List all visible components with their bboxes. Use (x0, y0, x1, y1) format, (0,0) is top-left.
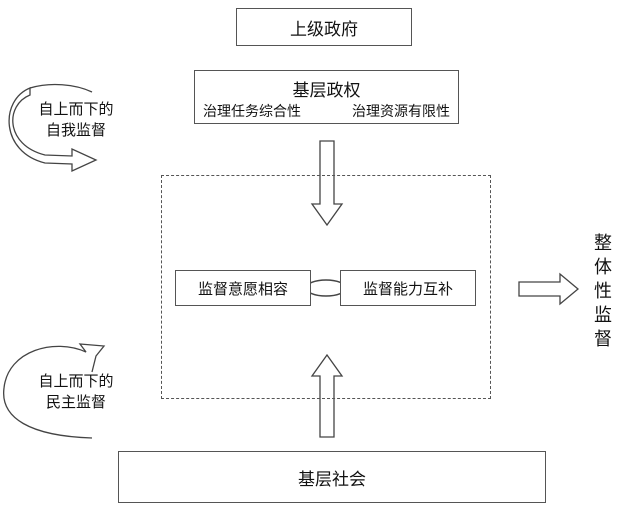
grassroots-regime-box: 基层政权 治理任务综合性 治理资源有限性 (194, 70, 459, 124)
supervision-willingness-label: 监督意愿相容 (197, 279, 288, 298)
down-arrow (310, 140, 344, 227)
top-curved-arrow (8, 83, 98, 173)
supervision-willingness-box: 监督意愿相容 (175, 270, 311, 306)
upper-government-label: 上级政府 (290, 19, 358, 40)
bottom-curved-arrow (3, 343, 106, 439)
output-char-2: 体 (594, 257, 612, 278)
upper-government-box: 上级政府 (236, 8, 412, 46)
grassroots-society-box: 基层社会 (118, 451, 546, 503)
bottom-feedback-line-1: 自上而下的 (38, 372, 114, 390)
output-char-5: 督 (594, 329, 612, 350)
integration-dashed-frame (161, 175, 491, 399)
top-feedback-line-2: 自我监督 (45, 121, 106, 139)
bottom-feedback-line-2: 民主监督 (45, 393, 106, 411)
governance-resource-note: 治理资源有限性 (352, 104, 450, 120)
supervision-capability-label: 监督能力互补 (362, 279, 453, 298)
output-char-1: 整 (594, 233, 612, 254)
grassroots-regime-title: 基层政权 (292, 81, 361, 101)
right-arrow (518, 272, 580, 306)
governance-task-note: 治理任务综合性 (203, 104, 301, 120)
top-feedback-line-1: 自上而下的 (38, 100, 114, 118)
output-char-3: 性 (594, 281, 612, 302)
grassroots-society-label: 基层社会 (298, 469, 366, 490)
supervision-capability-box: 监督能力互补 (340, 270, 476, 306)
top-feedback-label: 自上而下的 自我监督 (36, 99, 116, 141)
bottom-feedback-label: 自上而下的 民主监督 (36, 371, 116, 413)
output-char-4: 监 (594, 305, 612, 326)
holistic-supervision-label: 整 体 性 监 督 (591, 232, 615, 352)
up-arrow (310, 353, 344, 438)
